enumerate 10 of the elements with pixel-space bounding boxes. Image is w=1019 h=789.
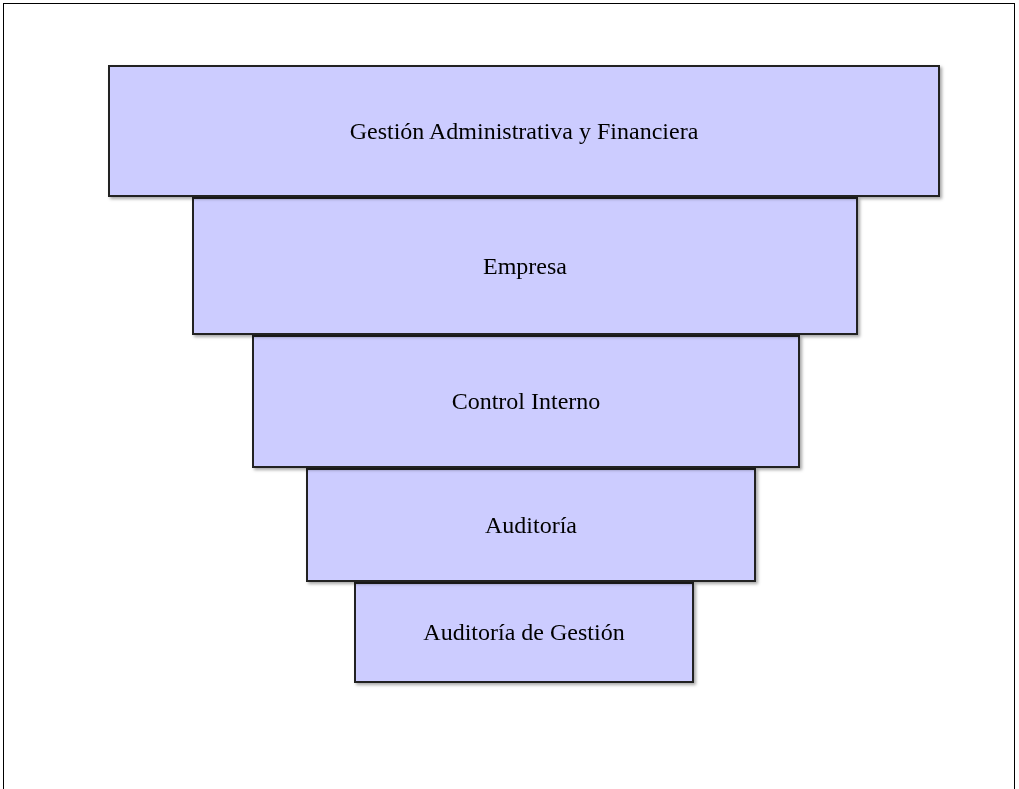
level-box	[192, 197, 858, 335]
level-box	[108, 65, 940, 197]
level-label: Auditoría de Gestión	[423, 619, 625, 646]
level-label: Auditoría	[485, 511, 577, 539]
level-label: Gestión Administrativa y Financiera	[349, 117, 699, 145]
level-label: Empresa	[483, 252, 567, 280]
level-box	[252, 335, 800, 468]
level-box	[306, 468, 756, 582]
level-box	[354, 582, 694, 683]
level-label: Control Interno	[451, 388, 601, 415]
